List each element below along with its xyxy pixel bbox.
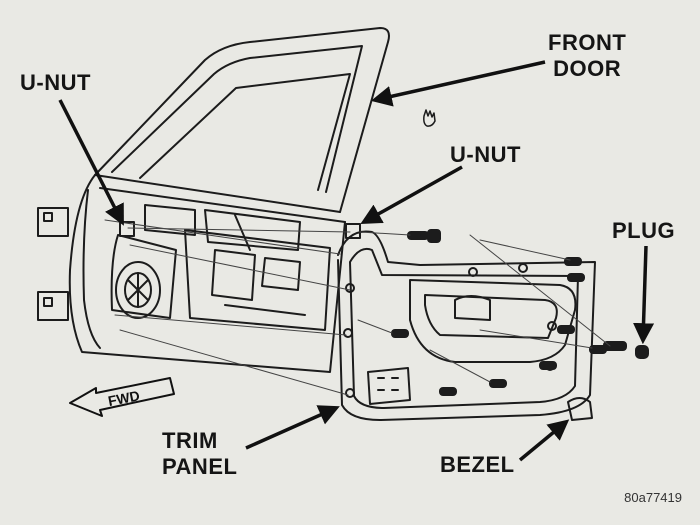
trim-panel-leader xyxy=(245,405,340,450)
bezel-piece xyxy=(567,397,593,421)
unut-right-label: U-NUT xyxy=(450,142,521,167)
front-door-leader xyxy=(370,60,546,107)
unut-right-leader xyxy=(360,165,463,225)
fwd-label: FWD xyxy=(107,387,141,409)
front-door-line-2: DOOR xyxy=(553,56,622,81)
trim-panel-label: TRIM PANEL xyxy=(162,428,237,480)
screws xyxy=(391,229,649,396)
trim-panel-line-2: PANEL xyxy=(162,454,238,479)
fwd-arrow: FWD xyxy=(69,377,175,417)
trim-panel xyxy=(337,230,596,421)
front-door-label: FRONT DOOR xyxy=(548,30,626,82)
bezel-leader xyxy=(518,419,570,462)
unut-left-leader xyxy=(58,99,124,226)
plug-label: PLUG xyxy=(612,218,676,243)
alignment-lines xyxy=(104,219,611,396)
front-door-line-1: FRONT xyxy=(548,30,627,55)
trim-panel-line-1: TRIM xyxy=(162,428,218,453)
unut-left-label: U-NUT xyxy=(20,70,91,95)
figure-id: 80a77419 xyxy=(624,490,682,505)
plug-leader xyxy=(633,245,655,345)
bezel-label: BEZEL xyxy=(440,452,515,477)
hand-cursor-icon xyxy=(423,109,436,127)
front-door-shell xyxy=(37,27,390,373)
